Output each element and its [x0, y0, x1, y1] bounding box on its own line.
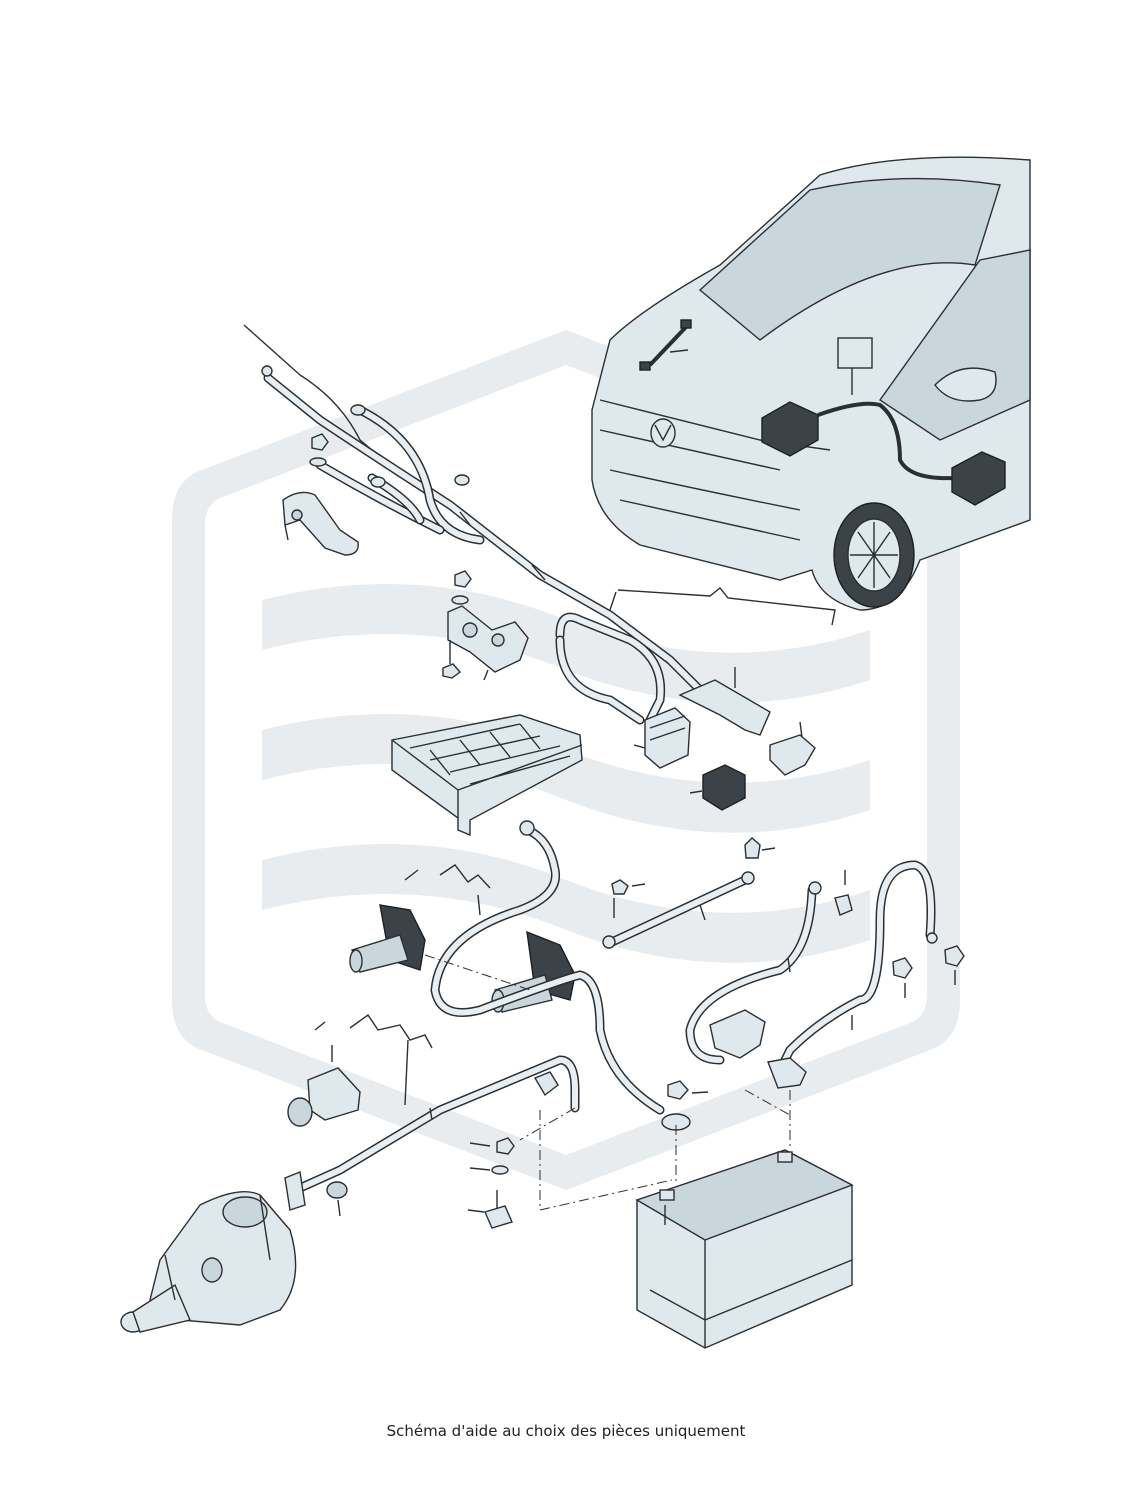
van-front[interactable] [591, 156, 1031, 611]
relay[interactable] [689, 764, 746, 811]
control-box-front[interactable] [761, 337, 956, 481]
battery-plus-cable[interactable] [685, 870, 853, 1065]
control-box-side[interactable] [951, 451, 1006, 506]
parts-diagram [120, 156, 1031, 1349]
starter-motor[interactable] [120, 1190, 297, 1333]
upper-wiring-harness[interactable] [243, 324, 836, 725]
battery[interactable] [539, 1089, 854, 1349]
battery-cable-loop[interactable] [430, 820, 691, 1131]
dashboard-wire[interactable] [639, 319, 692, 371]
terminal-bracket[interactable] [447, 605, 529, 681]
battery-terminal-clamp[interactable] [282, 491, 359, 556]
diagram-caption: Schéma d'aide au choix des pièces unique… [386, 1422, 746, 1440]
fuse-connector[interactable] [769, 721, 816, 776]
grommet-left[interactable] [349, 864, 491, 973]
ground-strap[interactable] [602, 837, 776, 949]
nuts-and-bolts[interactable] [309, 433, 709, 1229]
starter-bracket[interactable] [287, 1014, 433, 1127]
starter-cable[interactable] [284, 1055, 580, 1217]
guide-lines [424, 954, 576, 1141]
relay-connector[interactable] [633, 667, 771, 769]
battery-minus-cable[interactable] [767, 860, 965, 1089]
fuse-holder-tray[interactable] [391, 714, 583, 837]
